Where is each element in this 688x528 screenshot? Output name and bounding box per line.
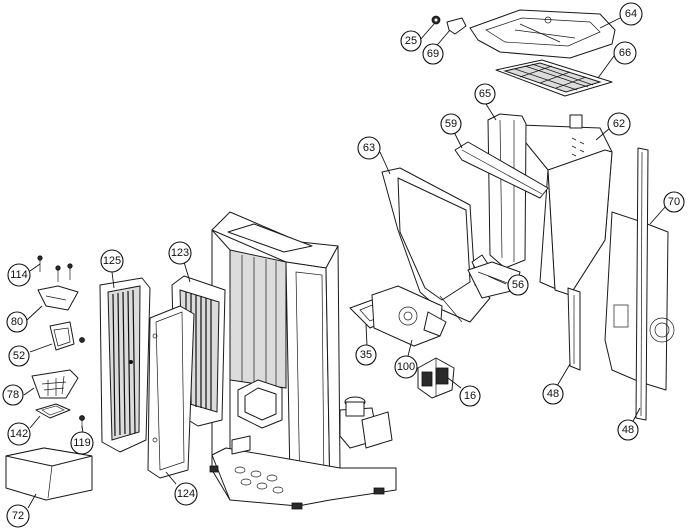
part-64-top-cover (469, 9, 616, 59)
callout-114: 114 (7, 263, 31, 287)
svg-text:142: 142 (10, 428, 28, 440)
callout-69: 69 (422, 43, 444, 65)
hopper-vent-slots (571, 137, 585, 157)
part-48-right-rail (635, 147, 649, 421)
svg-text:65: 65 (479, 88, 491, 100)
callout-48-left: 48 (542, 383, 564, 405)
callout-65: 65 (474, 83, 496, 105)
callout-64: 64 (619, 2, 643, 26)
part-69-clip (446, 17, 467, 35)
callout-119: 119 (70, 431, 94, 455)
svg-text:69: 69 (427, 48, 439, 60)
callout-124: 124 (174, 482, 198, 506)
callout-80: 80 (6, 311, 28, 333)
callout-59: 59 (440, 113, 462, 135)
part-52-ash-box (49, 321, 85, 351)
part-16-gear-motor (417, 357, 455, 399)
svg-text:48: 48 (622, 424, 634, 436)
part-100-feeder-plate (371, 285, 447, 347)
svg-text:72: 72 (12, 510, 24, 522)
callout-63: 63 (357, 136, 381, 160)
part-65-chute (487, 113, 527, 269)
svg-text:35: 35 (360, 349, 372, 361)
callout-25: 25 (400, 30, 422, 52)
svg-text:25: 25 (405, 35, 417, 47)
svg-text:119: 119 (73, 437, 91, 449)
svg-text:66: 66 (619, 47, 631, 59)
part-78-basket (31, 369, 79, 399)
part-80-deflector (37, 285, 79, 311)
part-59-bracket (454, 141, 549, 199)
callout-142: 142 (7, 422, 31, 446)
stove-body-frame (209, 211, 397, 510)
svg-text:16: 16 (464, 390, 476, 402)
part-125-finned-door (99, 277, 151, 453)
svg-text:48: 48 (547, 388, 559, 400)
svg-text:63: 63 (363, 142, 375, 154)
svg-text:124: 124 (177, 488, 195, 500)
svg-text:100: 100 (397, 361, 415, 373)
part-114-screws (37, 255, 73, 282)
door-fins (112, 289, 136, 437)
part-63-hopper-body (381, 167, 493, 323)
callout-62: 62 (607, 112, 631, 136)
svg-text:56: 56 (512, 279, 524, 291)
callout-78: 78 (2, 384, 24, 406)
part-72-ash-drawer (5, 447, 93, 501)
callout-72: 72 (6, 504, 30, 528)
part-62-hopper (519, 114, 613, 296)
callout-66: 66 (613, 41, 637, 65)
svg-text:125: 125 (103, 255, 121, 267)
part-48-left-upright (567, 287, 581, 371)
svg-text:80: 80 (11, 316, 23, 328)
base-holes (234, 466, 284, 494)
callout-52: 52 (8, 345, 30, 367)
callout-35: 35 (355, 344, 377, 366)
svg-text:114: 114 (10, 269, 28, 281)
callout-70: 70 (663, 191, 685, 213)
svg-text:78: 78 (7, 389, 19, 401)
part-66-grate (495, 59, 613, 97)
callout-56: 56 (507, 274, 529, 296)
svg-text:64: 64 (625, 8, 637, 20)
callout-123: 123 (168, 241, 192, 265)
part-142-gasket-ring (35, 403, 71, 419)
svg-text:123: 123 (171, 247, 189, 259)
svg-text:62: 62 (613, 118, 625, 130)
svg-text:59: 59 (445, 118, 457, 130)
part-124-door (147, 305, 195, 479)
callout-100: 100 (394, 355, 418, 379)
callout-125: 125 (100, 249, 124, 273)
svg-text:52: 52 (13, 350, 25, 362)
basket-holes (41, 375, 67, 396)
callout-16: 16 (459, 385, 481, 407)
part-25-nut (431, 15, 441, 25)
callout-48-right: 48 (617, 419, 639, 441)
svg-text:70: 70 (668, 196, 680, 208)
